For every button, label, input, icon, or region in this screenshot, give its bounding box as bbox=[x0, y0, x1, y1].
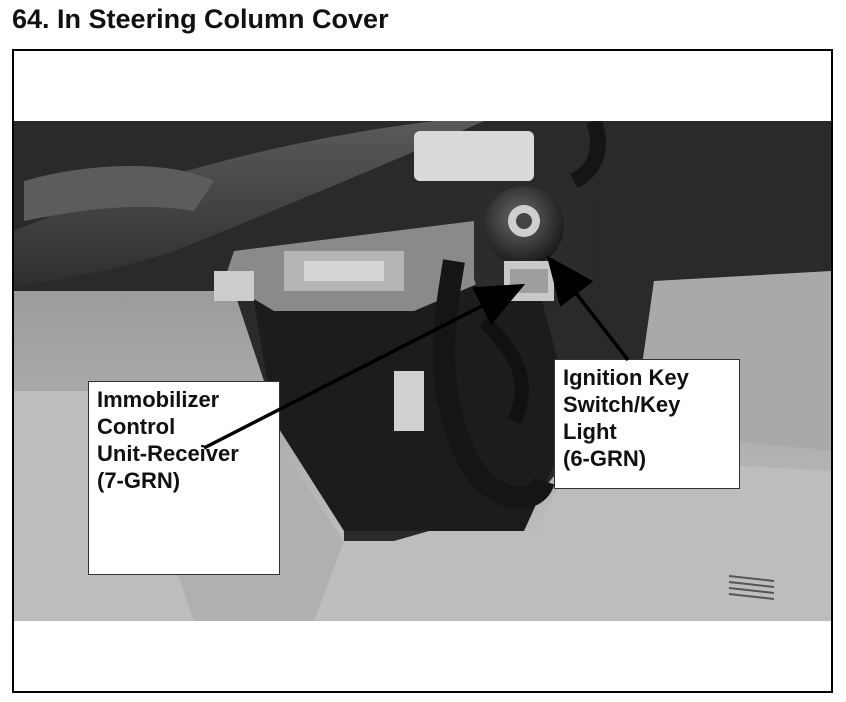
ignition-label-line-1: Ignition Key bbox=[563, 365, 689, 390]
ignition-label-line-3: Light bbox=[563, 419, 617, 444]
ignition-callout: Ignition Key Switch/Key Light (6-GRN) bbox=[554, 359, 740, 489]
immobilizer-callout: Immobilizer Control Unit-Receiver (7-GRN… bbox=[88, 381, 280, 575]
ignition-connector-code: (6-GRN) bbox=[563, 446, 647, 471]
immobilizer-connector-code: (7-GRN) bbox=[97, 468, 181, 493]
page-title: 64. In Steering Column Cover bbox=[12, 4, 389, 34]
figure-frame: Immobilizer Control Unit-Receiver (7-GRN… bbox=[12, 49, 833, 693]
ignition-label-line-2: Switch/Key bbox=[563, 392, 681, 417]
immobilizer-label-line-1: Immobilizer bbox=[97, 387, 220, 412]
immobilizer-label-line-3: Unit-Receiver bbox=[97, 441, 239, 466]
immobilizer-label-line-2: Control bbox=[97, 414, 176, 439]
